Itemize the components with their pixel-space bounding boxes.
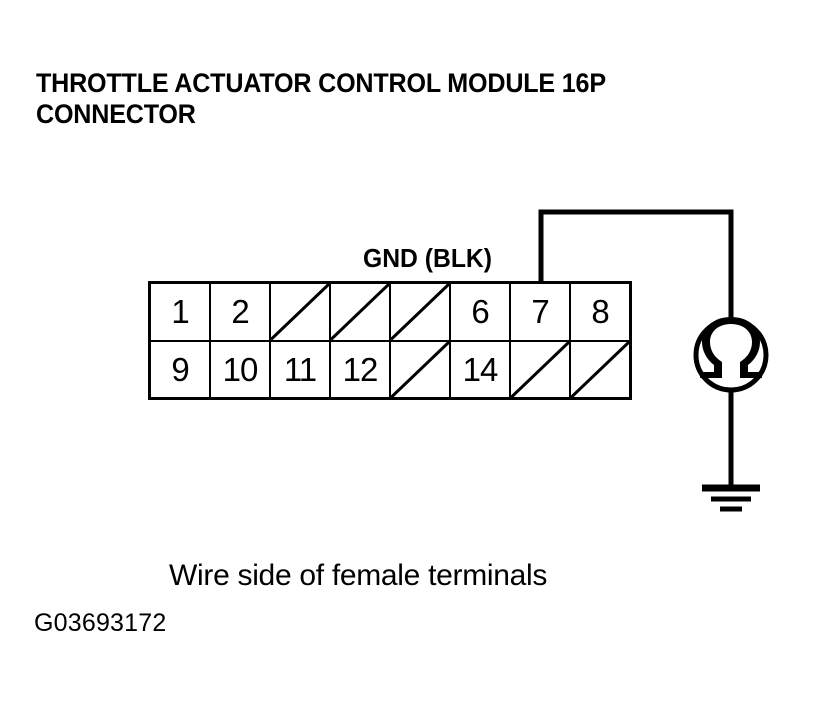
pin-cell: 7 [511, 284, 571, 340]
gnd-wire-label: GND (BLK) [363, 243, 492, 273]
pin-number: 10 [222, 350, 259, 388]
pin-number: 11 [283, 350, 317, 388]
blank-slash-icon [391, 284, 449, 340]
connector-row-top: 1 2 3 4 5 [151, 284, 629, 342]
pin-cell-blank: 15 [511, 341, 571, 398]
pin-number: 14 [462, 350, 499, 388]
blank-slash-icon [571, 342, 629, 398]
pin-cell-blank: 16 [571, 342, 629, 398]
pin-number: 8 [591, 293, 609, 331]
pin-number: 12 [342, 350, 379, 388]
figure-caption: Wire side of female terminals [169, 559, 548, 592]
pin-cell: 8 [571, 284, 629, 340]
blank-slash-icon [511, 342, 569, 398]
pin-cell: 6 [451, 284, 511, 340]
connector-row-bottom: 9 10 11 12 13 [151, 341, 629, 398]
connector-pin-grid: 1 2 3 4 5 [148, 281, 632, 400]
pin-cell-blank: 5 [391, 284, 451, 340]
pin-cell: 14 [451, 341, 511, 397]
pin-cell-blank: 3 [271, 284, 331, 340]
pin-cell: 2 [211, 284, 271, 340]
blank-slash-icon [391, 342, 449, 398]
blank-slash-icon [271, 284, 329, 340]
pin-cell-blank: 4 [331, 284, 391, 340]
pin-number: 6 [471, 293, 489, 331]
pin-number: 7 [531, 293, 549, 331]
pin-cell: 12 [331, 341, 391, 397]
pin-number: 1 [171, 293, 189, 331]
pin-cell-blank: 13 [391, 341, 451, 398]
pin-cell: 10 [211, 341, 271, 397]
figure-code: G03693172 [34, 609, 167, 637]
page-title: THROTTLE ACTUATOR CONTROL MODULE 16P CON… [36, 68, 606, 129]
pin-cell: 11 [271, 341, 331, 397]
pin-number: 9 [171, 350, 189, 388]
pin-cell: 9 [151, 341, 211, 397]
blank-slash-icon [331, 284, 389, 340]
omega-icon [700, 317, 762, 378]
ohmmeter-circle [693, 317, 769, 393]
pin-number: 2 [231, 293, 249, 331]
pin-cell: 1 [151, 284, 211, 340]
